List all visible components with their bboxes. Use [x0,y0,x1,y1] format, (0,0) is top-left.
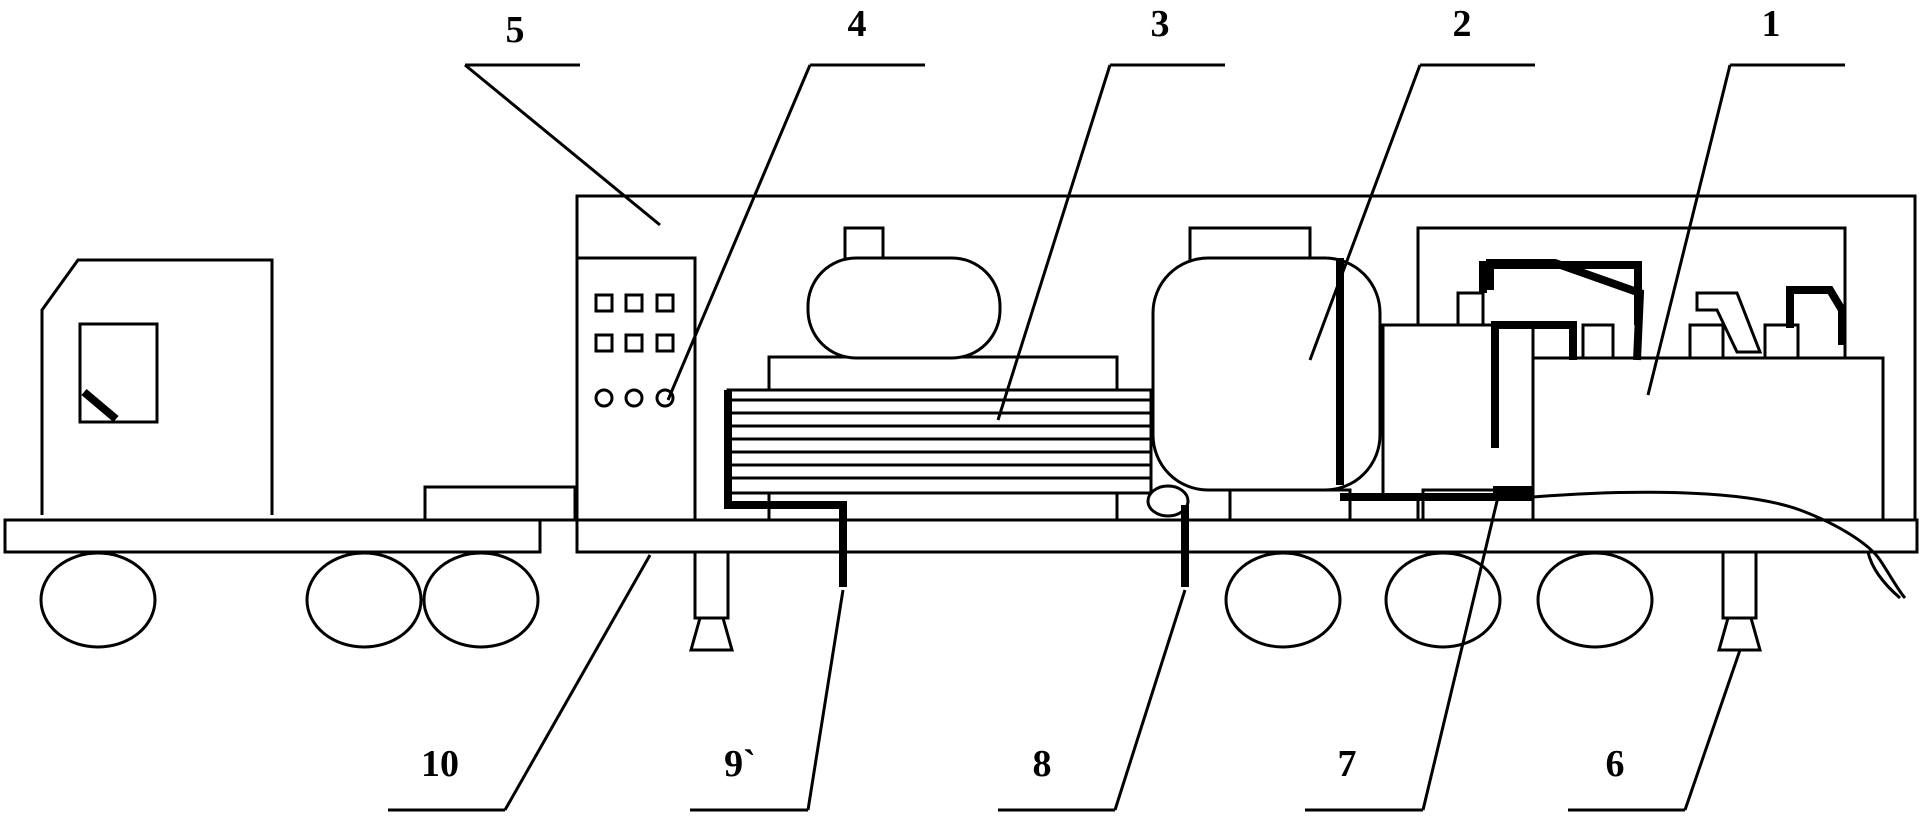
label-4: 4 [848,3,867,45]
radiator-drain-pipe [724,390,847,587]
leader-5 [464,63,661,227]
label-3: 3 [1151,3,1170,45]
leader-4 [666,64,812,401]
window-wiper [81,388,119,423]
label-7: 7 [1338,743,1357,785]
vessel-assembly [1151,226,1382,522]
bracket [1695,291,1763,354]
tractor-unit [3,258,577,649]
cab-window [78,322,159,424]
tractor-front-wheel [39,551,157,649]
pump-body [1146,484,1190,518]
radiator-assembly [724,226,1153,587]
fitting [1763,323,1800,360]
leader-3 [996,64,1112,421]
generator-block [1531,356,1885,522]
power-cable-loop [1866,551,1901,600]
indicator-square [594,333,614,353]
trailer-wheel-3 [1536,551,1654,649]
label-1: 1 [1762,3,1781,45]
trailer-wheel-1 [1224,551,1342,649]
intake-pipe [1486,259,1645,361]
tractor-rear-wheel-1 [305,551,423,649]
trailer-chassis [575,518,1919,554]
motor-housing [1381,323,1535,497]
leader-2 [1308,64,1422,361]
trailer-running-gear [689,550,1762,652]
trailer-wheel-2 [1384,551,1502,649]
return-pipe [1786,286,1846,345]
leader-8 [1113,589,1187,811]
feed-pipe [1491,321,1577,448]
indicator-square [655,333,675,353]
radiator-fins [728,398,1151,480]
fifth-wheel-coupling [423,485,577,522]
expansion-tank [806,256,1002,360]
generator-unit [1340,226,1907,600]
expansion-tank-cap [843,226,885,262]
control-knob [655,388,675,408]
leader-7 [1421,496,1500,811]
leader-lines [388,63,1845,812]
indicator-square [655,293,675,313]
outrigger-right [1717,550,1762,652]
label-5: 5 [506,9,525,51]
control-knob [624,388,644,408]
label-10: 10 [421,743,459,785]
fitting [1581,323,1615,360]
vessel-body [1151,256,1382,492]
indicator-square [594,293,614,313]
label-6: 6 [1606,743,1625,785]
indicator-square [624,293,644,313]
power-cable [1532,490,1907,599]
control-knob [594,388,614,408]
tractor-rear-wheel-2 [422,551,540,649]
reference-numerals: 5 4 3 2 1 10 9` 8 7 6 [421,3,1781,785]
vessel-stand [1228,488,1352,522]
leader-1 [1646,64,1732,396]
label-9: 9` [724,743,756,785]
label-8: 8 [1033,743,1052,785]
indicator-square [624,333,644,353]
leader-6 [1683,649,1742,811]
outrigger-left [689,550,734,652]
vessel-cap [1188,226,1312,263]
leader-9 [806,589,845,811]
tractor-chassis [3,518,542,554]
fitting [1688,323,1725,360]
bottom-line [1493,486,1533,500]
label-2: 2 [1453,3,1472,45]
motor-cap [1456,291,1485,327]
radiator-core [726,388,1153,495]
leader-10 [503,554,652,811]
control-cabinet [575,256,697,522]
circulation-pump [1146,484,1190,587]
